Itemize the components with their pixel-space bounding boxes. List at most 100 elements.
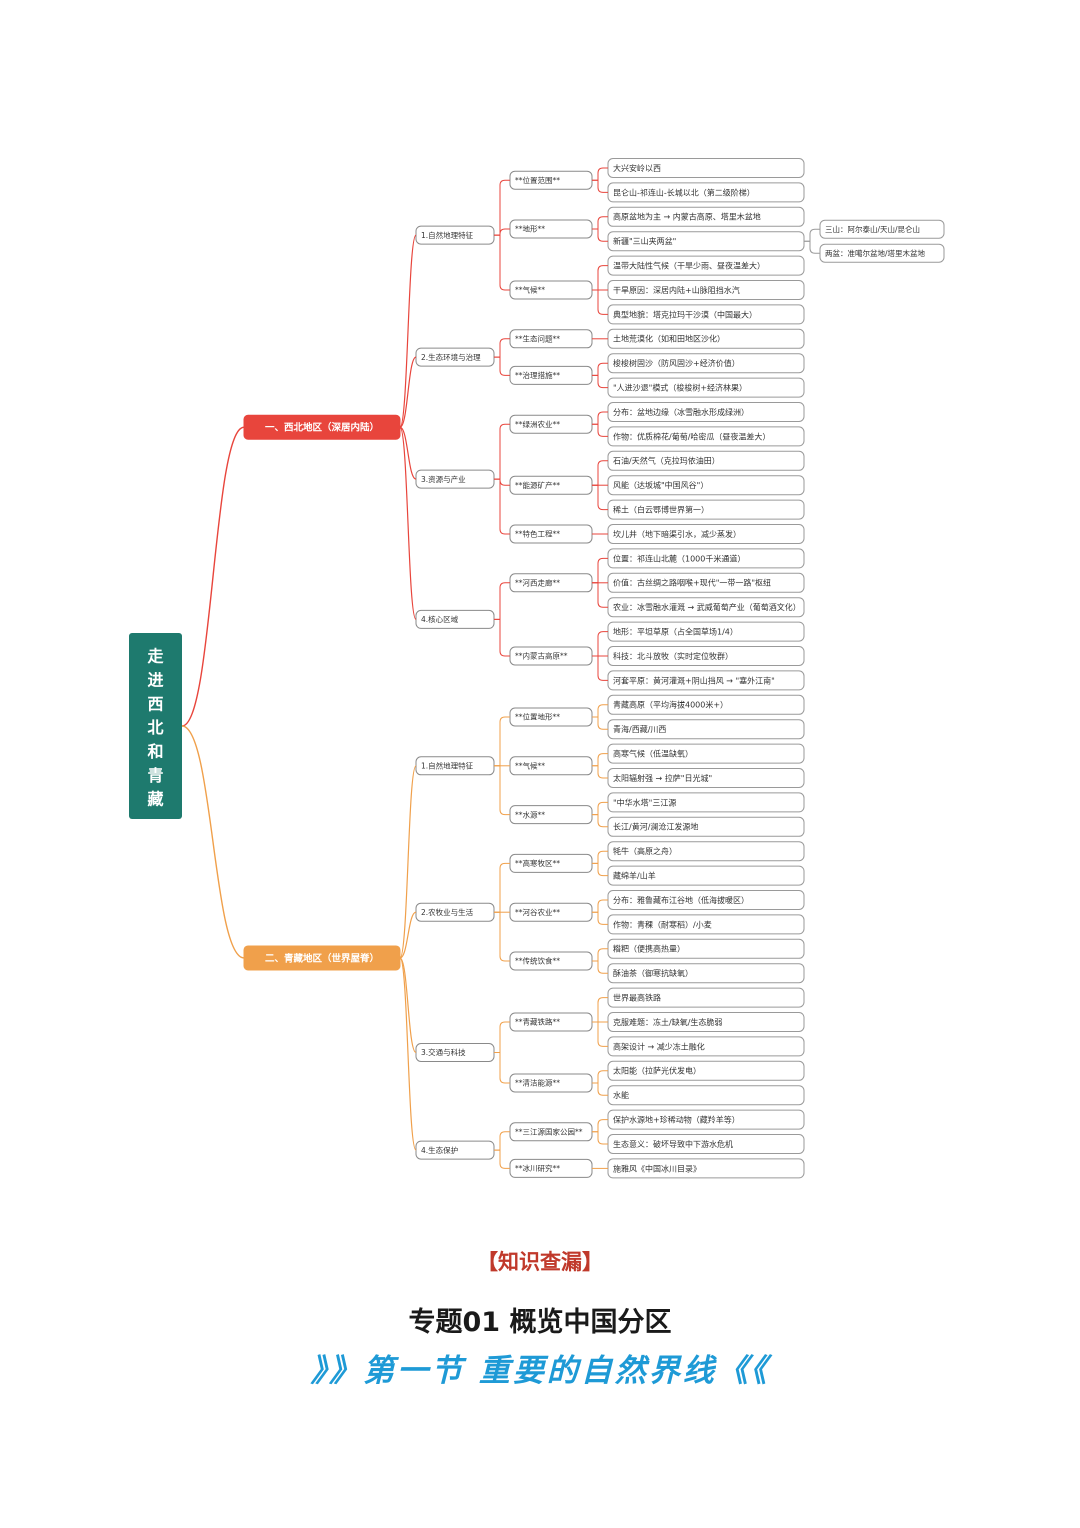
connector	[592, 484, 608, 511]
connector	[592, 411, 608, 425]
leaf-node-label: 昆仑山-祁连山-长城以北（第二级阶梯）	[613, 187, 755, 197]
connector	[592, 814, 608, 828]
category-node-label: **内蒙古高原**	[515, 651, 568, 661]
connector	[399, 356, 417, 428]
category-node: **河谷农业**	[509, 902, 593, 922]
category-node-label: **高寒牧区**	[515, 858, 560, 868]
category-node: **内蒙古高原**	[509, 646, 593, 666]
root-node-char: 青	[147, 766, 163, 785]
sub-leaf-node: 三山：阿尔泰山/天山/昆仑山	[819, 219, 945, 239]
leaf-node: 土地荒漠化（如和田地区沙化）	[607, 328, 805, 349]
leaf-node: 科技：北斗放牧（实时定位牧群）	[607, 646, 805, 666]
region-node-label: 一、西北地区（深居内陆）	[265, 422, 379, 434]
leaf-node-label: 克服难题：冻土/缺氧/生态脆弱	[613, 1017, 722, 1027]
category-node-label: **气候**	[515, 761, 545, 771]
connector	[494, 356, 510, 376]
connector	[399, 765, 417, 959]
leaf-node-label: 科技：北斗放牧（实时定位牧群）	[613, 651, 733, 661]
connector	[181, 426, 245, 727]
leaf-node-label: 位置：祁连山北麓（1000千米通道）	[613, 553, 745, 563]
leaf-node: 藏绵羊/山羊	[607, 865, 805, 886]
leaf-node: 新疆"三山夹两盆"	[607, 231, 805, 252]
region-node: 一、西北地区（深居内陆）	[243, 414, 401, 440]
leaf-node: 农业：冰雪融水灌溉 → 武威葡萄产业（葡萄酒文化）	[607, 597, 805, 618]
category-node: **高寒牧区**	[509, 853, 593, 873]
leaf-node: 分布：雅鲁藏布江谷地（低海拔暖区）	[607, 890, 805, 910]
topic-node-label: 1.自然地理特征	[421, 761, 474, 771]
connector	[494, 423, 510, 480]
leaf-node: 保护水源地+珍稀动物（藏羚羊等）	[607, 1109, 805, 1130]
root-node	[129, 633, 182, 819]
connector	[592, 1082, 608, 1096]
leaf-node: 太阳辐射强 → 拉萨"日光城"	[607, 768, 805, 788]
category-node: **特色工程**	[509, 524, 593, 544]
leaf-node: 酥油茶（御寒抗缺氧）	[607, 963, 805, 984]
section-title: 》》第一节 重要的自然界线《《	[310, 1353, 770, 1389]
connector	[592, 228, 608, 242]
connector	[804, 240, 820, 254]
leaf-node-label: 作物：青稞（耐寒稻）/小麦	[613, 919, 712, 929]
connector	[592, 960, 608, 974]
leaf-node: 高寒气候（低温缺氧）	[607, 743, 805, 764]
leaf-node-label: 牦牛（高原之舟）	[613, 846, 677, 856]
topic-node-label: 1.自然地理特征	[421, 230, 474, 240]
topic-node-label: 4.生态保护	[421, 1145, 458, 1155]
topic-node-label: 3.资源与产业	[421, 474, 466, 484]
connector	[494, 478, 510, 486]
leaf-node-label: 太阳能（拉萨光伏发电）	[613, 1066, 701, 1076]
leaf-node: 典型地貌：塔克拉玛干沙漠（中国最大）	[607, 304, 805, 325]
connector	[494, 228, 510, 236]
leaf-node-label: 地形：平坦草原（占全国草场1/4）	[613, 626, 738, 636]
connector	[592, 850, 608, 864]
connector	[399, 957, 417, 1054]
connector	[181, 725, 245, 959]
leaf-node: 梭梭树固沙（防风固沙+经济价值）	[607, 353, 805, 374]
category-node-label: **生态问题**	[515, 334, 560, 344]
leaf-node-label: 坎儿井（地下暗渠引水，减少蒸发）	[613, 529, 741, 539]
leaf-node: 太阳能（拉萨光伏发电）	[607, 1060, 805, 1081]
connector	[494, 716, 510, 767]
category-node-label: **三江源国家公园**	[515, 1127, 583, 1137]
leaf-node-label: 水能	[613, 1090, 629, 1100]
leaf-node-label: 新疆"三山夹两盆"	[613, 236, 676, 246]
category-node: **冰川研究**	[509, 1158, 593, 1178]
category-node-label: **水源**	[515, 809, 545, 819]
category-node: **河西走廊**	[509, 573, 593, 593]
connector	[592, 179, 608, 193]
category-node: **气候**	[509, 280, 593, 300]
connector	[494, 582, 510, 620]
leaf-node: 世界最高铁路	[607, 987, 805, 1008]
connector	[494, 618, 510, 657]
category-node-label: **气候**	[515, 285, 545, 295]
leaf-node-label: 高原盆地为主 → 内蒙古高原、塔里木盆地	[613, 212, 761, 222]
leaf-node-label: 稀土（白云鄂博世界第一）	[613, 504, 709, 514]
region-node: 二、青藏地区（世界屋脊）	[243, 945, 401, 971]
topic-node-label: 2.农牧业与生活	[421, 907, 474, 917]
connector	[399, 911, 417, 959]
connector	[592, 374, 608, 389]
leaf-node-label: 藏绵羊/山羊	[613, 870, 656, 880]
leaf-node-label: 青海/西藏/川西	[613, 724, 666, 734]
connector	[494, 1021, 510, 1053]
topic-node-label: 2.生态环境与治理	[421, 352, 481, 362]
leaf-node: 风能（达坂城"中国风谷"）	[607, 475, 805, 496]
connector	[592, 1070, 608, 1084]
category-node-label: **清洁能源**	[515, 1078, 560, 1088]
category-node-label: **传统饮食**	[515, 956, 560, 966]
connector	[592, 1119, 608, 1133]
leaf-node: "人进沙退"模式（梭梭树+经济林果）	[607, 377, 805, 398]
leaf-node-label: 河套平原：黄河灌溉+阴山挡风 → "塞外江南"	[613, 675, 775, 685]
leaf-node: 大兴安岭以西	[607, 158, 805, 178]
category-node: **生态问题**	[509, 329, 593, 349]
knowledge-check-heading: 【知识查漏】	[477, 1250, 603, 1274]
leaf-node-label: 干旱原因：深居内陆+山脉阻挡水汽	[613, 285, 740, 295]
topic-node: 4.生态保护	[415, 1140, 495, 1160]
category-node-label: **位置范围**	[515, 175, 560, 185]
leaf-node-label: 风能（达坂城"中国风谷"）	[613, 480, 708, 490]
topic-node: 3.资源与产业	[415, 469, 495, 489]
connector	[494, 862, 510, 913]
leaf-node-label: 长江/黄河/澜沧江发源地	[613, 822, 698, 832]
connector	[592, 557, 608, 584]
category-node-label: **能源矿产**	[515, 480, 560, 490]
leaf-node-label: 石油/天然气（克拉玛依油田）	[613, 456, 720, 466]
